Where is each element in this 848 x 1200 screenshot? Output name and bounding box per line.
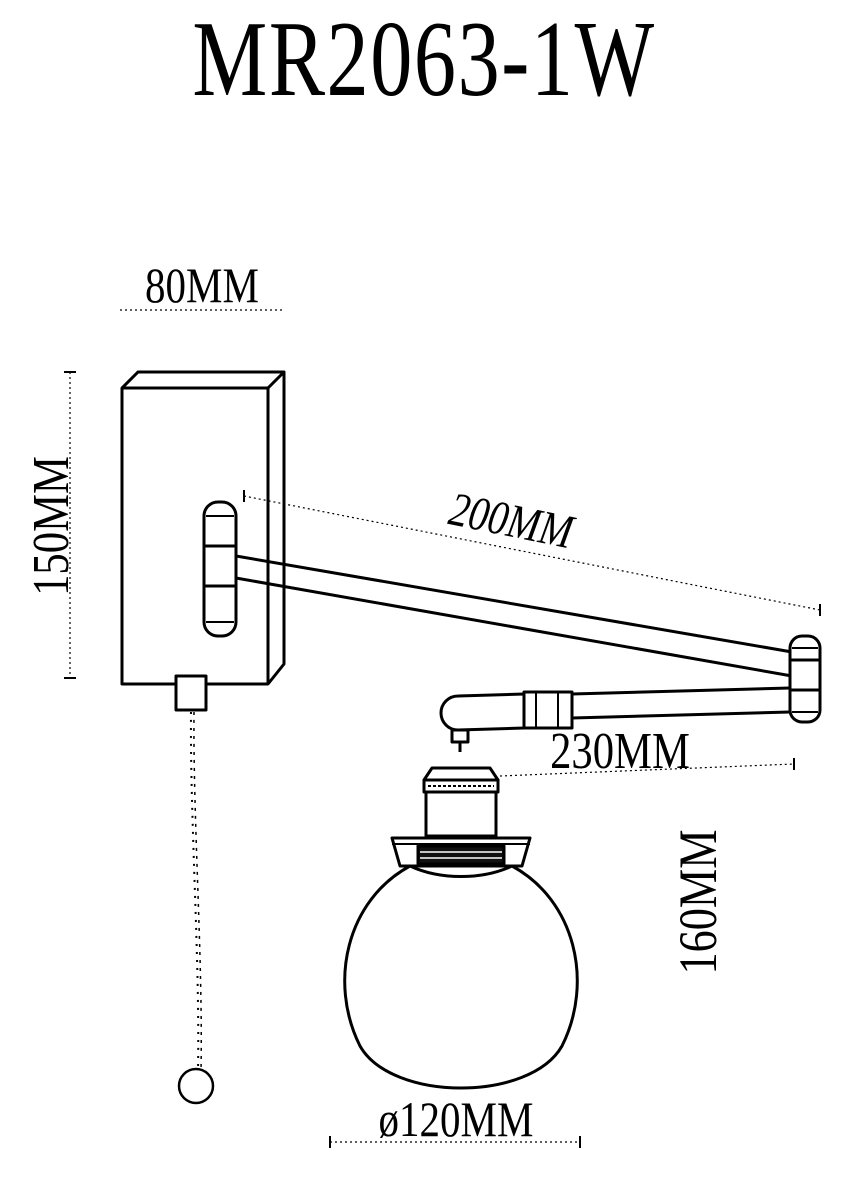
label-box-width: 80MM xyxy=(145,257,259,313)
label-arm-length: 200MM xyxy=(445,483,580,560)
dim-line-reach xyxy=(499,763,795,777)
model-title: MR2063-1W xyxy=(192,0,656,119)
elbow-joint xyxy=(788,634,822,724)
label-shade-diameter: ø120MM xyxy=(379,1091,534,1147)
box-hinge xyxy=(202,500,238,638)
shade-collar xyxy=(390,836,532,868)
swivel-head xyxy=(439,690,574,752)
pull-chain-knob[interactable] xyxy=(177,1067,215,1105)
pull-switch-housing xyxy=(174,674,208,712)
lower-arm xyxy=(571,686,791,720)
pull-chain xyxy=(177,711,215,1105)
label-shade-height: 160MM xyxy=(668,829,728,974)
globe-shade xyxy=(343,864,579,1090)
label-reach: 230MM xyxy=(550,723,690,780)
label-box-height: 150MM xyxy=(23,456,80,596)
lamp-socket xyxy=(422,766,500,838)
upper-arm xyxy=(235,554,793,678)
